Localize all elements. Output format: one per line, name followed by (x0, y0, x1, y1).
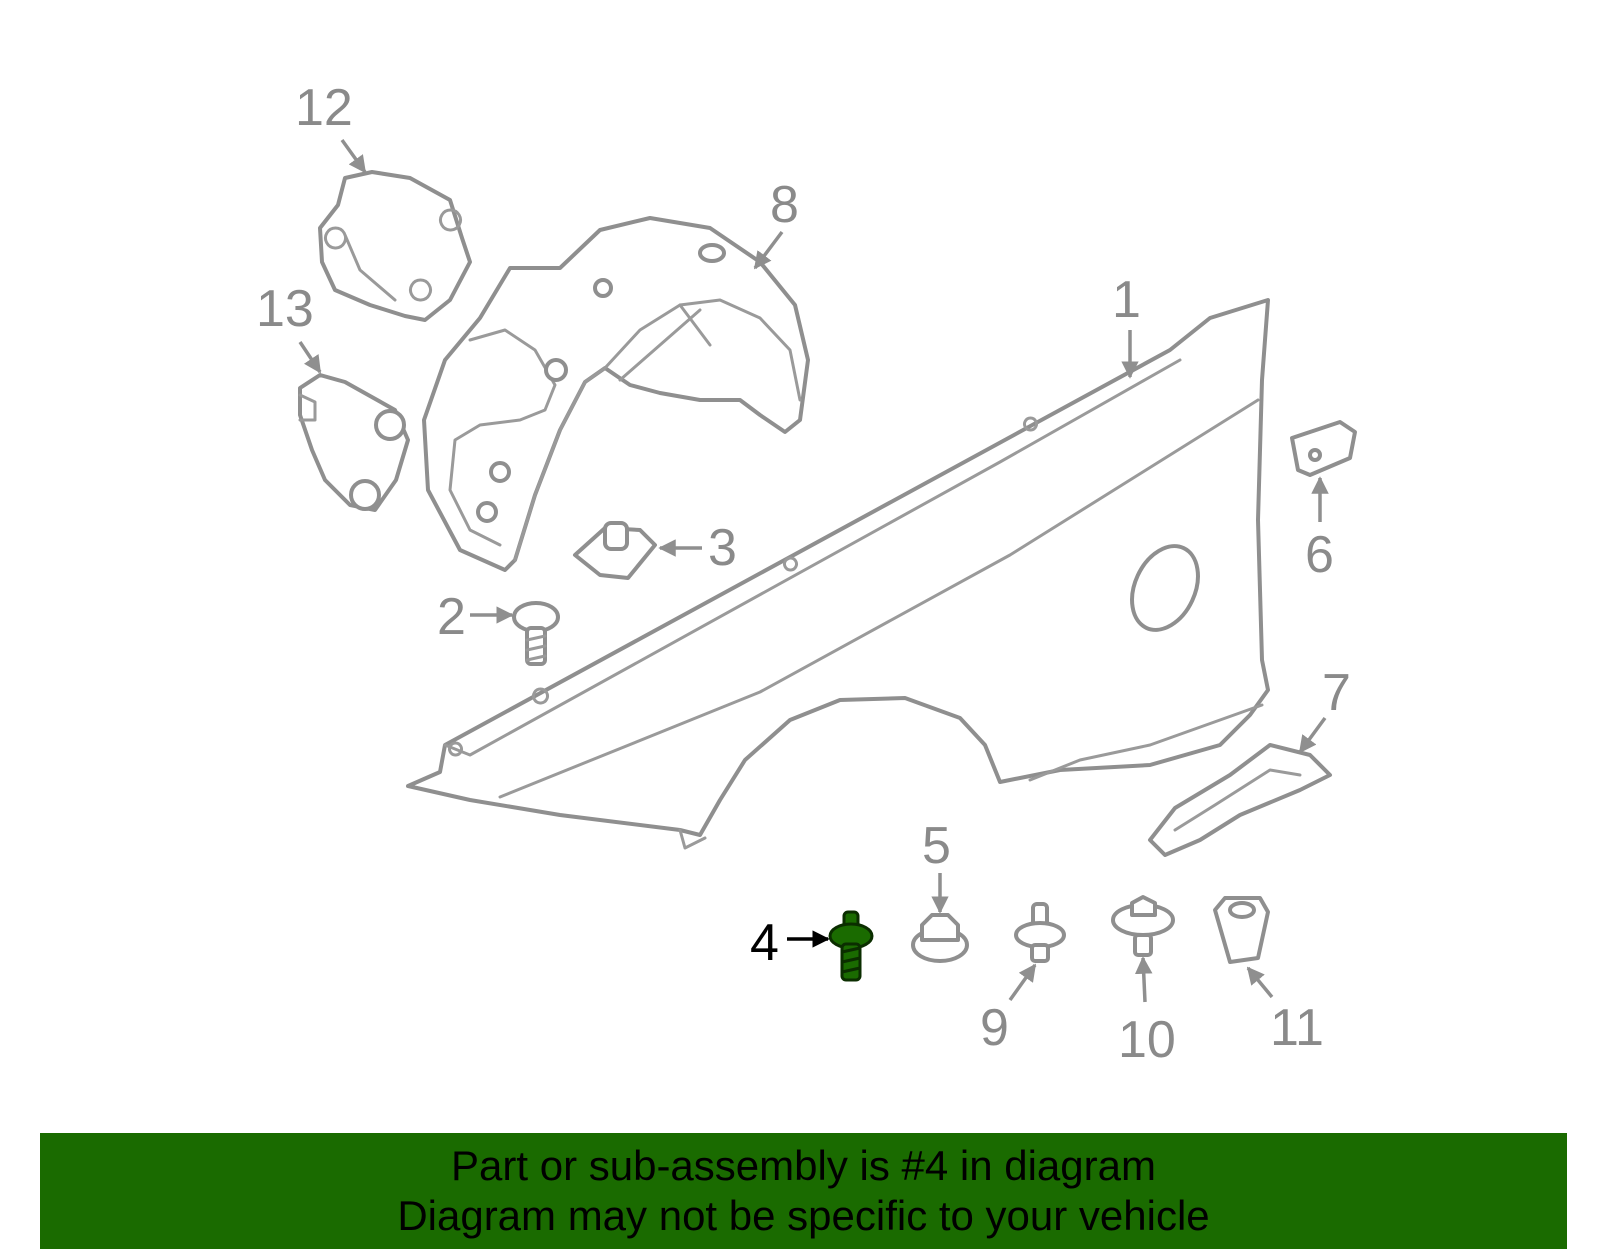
part-9-stud (1014, 902, 1066, 963)
part-11-clip (1213, 896, 1270, 964)
banner-line-2: Diagram may not be specific to your vehi… (397, 1192, 1210, 1239)
callout-12: 12 (295, 79, 353, 137)
part-2-screw (512, 601, 560, 666)
callout-4-highlighted: 4 (750, 914, 779, 972)
leader-12 (340, 138, 367, 174)
leader-7 (1298, 716, 1327, 754)
part-3-clip-nut (573, 521, 657, 580)
callout-8: 8 (770, 176, 799, 234)
leader-8 (753, 230, 784, 270)
part-10-bolt (1111, 895, 1175, 957)
callout-11: 11 (1270, 999, 1324, 1057)
part-1-fender (406, 298, 1270, 850)
callout-1: 1 (1112, 271, 1141, 329)
callout-7: 7 (1322, 664, 1351, 722)
leader-11 (1246, 966, 1274, 999)
part-6-bracket (1290, 420, 1357, 477)
callout-13: 13 (256, 280, 314, 338)
callout-10: 10 (1118, 1011, 1176, 1069)
part-8-liner (422, 216, 810, 572)
part-13-insulator (298, 373, 410, 512)
part-7-bracket (1148, 743, 1332, 857)
banner-line-1: Part or sub-assembly is #4 in diagram (451, 1142, 1156, 1189)
callout-3: 3 (708, 519, 737, 577)
leader-13 (298, 341, 322, 374)
callout-2: 2 (437, 588, 466, 646)
callout-9: 9 (980, 999, 1009, 1057)
info-banner: Part or sub-assembly is #4 in diagram Di… (40, 1133, 1567, 1249)
callout-6: 6 (1305, 526, 1334, 584)
part-4-bolt-highlighted (828, 910, 874, 982)
callout-5: 5 (922, 817, 951, 875)
leader-10 (1134, 956, 1153, 1003)
leader-9 (1008, 963, 1037, 1002)
part-12-cover (318, 170, 472, 322)
part-5-nut (911, 913, 969, 963)
